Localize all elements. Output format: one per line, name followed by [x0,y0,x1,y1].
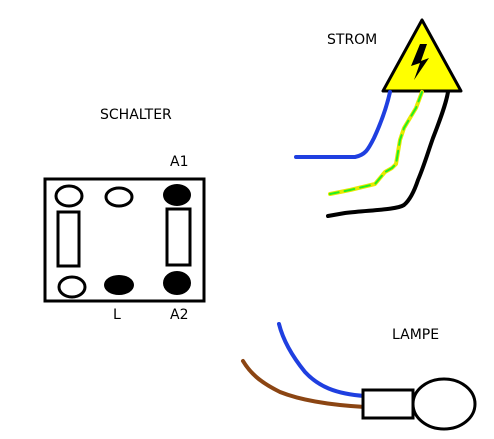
switch-terminal-l [104,275,134,295]
power-black-wire [326,90,450,218]
lamp-glass [411,377,477,431]
switch-terminal-open-bottom-left [57,275,87,299]
terminal-l-label: L [113,307,121,323]
lamp-bulb-icon [361,377,477,431]
lamp-socket [361,388,415,420]
schalter-label: SCHALTER [100,107,172,123]
switch-terminal-a1 [163,184,191,206]
power-blue-wire [294,90,392,159]
lamp-brown-wire [241,359,367,409]
lampe-label: LAMPE [392,327,439,343]
terminal-a1-label: A1 [170,154,188,170]
switch-bridge-right [165,207,192,267]
power-earth-wire-stripe [329,91,423,195]
warning-high-voltage-icon [381,18,463,93]
terminal-a2-label: A2 [170,307,188,323]
switch-terminal-open-top-left [54,184,84,208]
switch-terminal-open-top-middle [104,186,134,208]
switch-terminal-a2 [163,271,191,295]
lamp-blue-wire [277,322,367,398]
switch-block [43,177,206,303]
power-earth-wire [328,90,424,196]
strom-label: STROM [327,32,377,48]
switch-bridge-left [56,210,81,268]
